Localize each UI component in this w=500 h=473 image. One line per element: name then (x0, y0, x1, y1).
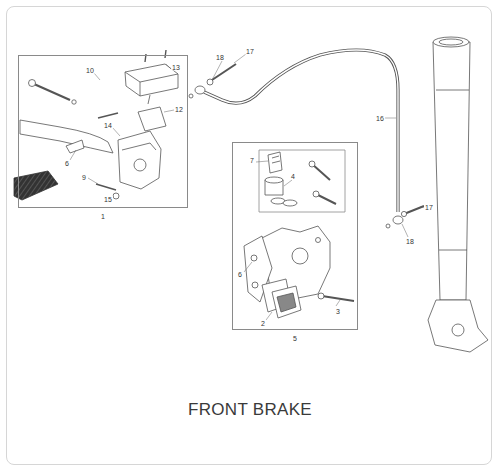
callout-number: 12 (174, 106, 184, 113)
callout-number: 6 (237, 271, 243, 278)
callout-number: 10 (85, 67, 95, 74)
callout-number: 2 (260, 320, 266, 327)
callout-number: 14 (103, 122, 113, 129)
callout-number: 15 (103, 196, 113, 203)
group-frame: 1 (18, 55, 188, 208)
callout-number: 17 (245, 48, 255, 55)
callout-number: 16 (375, 115, 385, 122)
callout-number: 17 (424, 204, 434, 211)
callout-number: 18 (405, 238, 415, 245)
figure-caption: FRONT BRAKE (0, 400, 500, 420)
group-frame: 5 (232, 142, 358, 330)
callout-number: 5 (293, 335, 297, 342)
callout-number: 7 (249, 157, 255, 164)
callout-number: 18 (215, 54, 225, 61)
callout-number: 13 (171, 64, 181, 71)
callout-number: 6 (64, 160, 70, 167)
callout-number: 9 (81, 174, 87, 181)
card-frame (6, 6, 492, 465)
callout-number: 1 (101, 213, 105, 220)
callout-number: 3 (335, 308, 341, 315)
callout-number: 4 (290, 173, 296, 180)
